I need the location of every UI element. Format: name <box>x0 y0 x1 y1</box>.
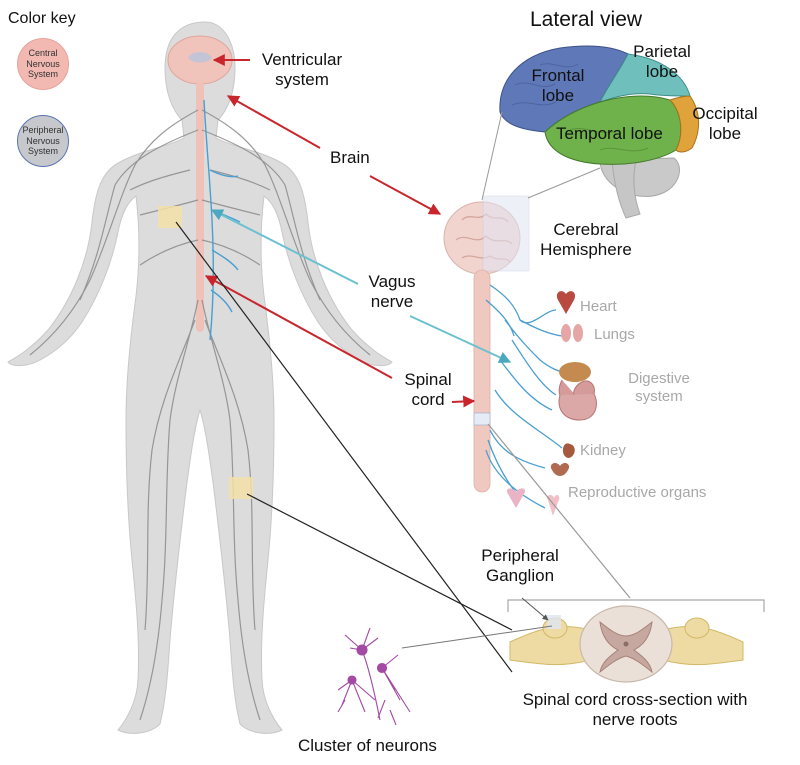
ganglion-highlight <box>547 615 561 629</box>
temporal-lobe-label: Temporal lobe <box>556 124 663 143</box>
peripheral-nerves <box>29 109 371 721</box>
cross-section <box>507 599 765 683</box>
peripheral-nervous-system-swatch: Peripheral Nervous System <box>17 115 69 167</box>
right-figure <box>443 195 597 516</box>
connector-upper <box>175 221 513 673</box>
parietal-lobe <box>599 53 691 103</box>
spinal-arrow-right <box>451 395 476 408</box>
brain-arrow-left <box>226 95 321 149</box>
ventricles <box>188 52 212 63</box>
vagus-arrow-left <box>210 209 359 285</box>
body-spinal-cord <box>196 82 204 332</box>
lateral-view-title: Lateral view <box>530 8 643 31</box>
kidney-icon <box>562 443 575 458</box>
lateral-brain <box>499 45 699 219</box>
ventricular-system-label: Ventricular system <box>261 50 343 90</box>
lateral-connector-right <box>527 167 601 199</box>
neuron-connector <box>401 625 553 649</box>
body-silhouette <box>7 21 393 734</box>
cross-section-label: Spinal cord cross-section with nerve roo… <box>522 690 748 730</box>
vagus-nerve-label: Vagus nerve <box>368 272 416 312</box>
reproductive-organs-label: Reproductive organs <box>568 484 707 501</box>
neuron-cluster <box>337 627 411 726</box>
lungs-icon <box>561 324 583 342</box>
peripheral-ganglion-label: Peripheral Ganglion <box>481 546 559 586</box>
parietal-lobe-label: Parietal lobe <box>633 42 691 82</box>
digestive-system-label: Digestive system <box>628 370 690 405</box>
central-nervous-system-swatch: Central Nervous System <box>17 38 69 90</box>
cerebral-hemisphere-label: Cerebral Hemisphere <box>540 220 632 260</box>
kidney-label: Kidney <box>580 442 626 459</box>
spinal-arrow-left <box>204 275 393 379</box>
color-key-title: Color key <box>8 10 76 27</box>
vagus-arrow-right <box>409 315 512 363</box>
lungs-label: Lungs <box>594 326 635 343</box>
brain-label: Brain <box>330 148 370 167</box>
cluster-of-neurons-label: Cluster of neurons <box>298 736 437 755</box>
occipital-lobe <box>669 95 699 153</box>
digestive-icon <box>558 362 597 421</box>
ganglion-box-lower <box>229 477 253 499</box>
lateral-connector-left <box>481 111 503 201</box>
hemisphere-highlight <box>482 195 530 272</box>
connector-cord-section <box>487 423 631 599</box>
human-body <box>7 21 393 734</box>
heart-label: Heart <box>580 298 617 315</box>
brainstem <box>611 159 641 219</box>
ganglion-right <box>684 617 710 639</box>
ganglion-pointer <box>521 597 549 621</box>
heart-icon <box>556 291 576 314</box>
gray-matter <box>599 620 653 674</box>
connector-lower <box>246 493 513 631</box>
spinal-cord-label: Spinal cord <box>404 370 452 410</box>
frontal-lobe-label: Frontal lobe <box>531 66 585 106</box>
cord-section-marker <box>473 412 491 426</box>
section-bracket <box>507 599 765 612</box>
brain-arrow-right <box>369 175 442 215</box>
right-spinal-cord <box>473 269 491 493</box>
occipital-lobe-label: Occipital lobe <box>692 104 758 144</box>
